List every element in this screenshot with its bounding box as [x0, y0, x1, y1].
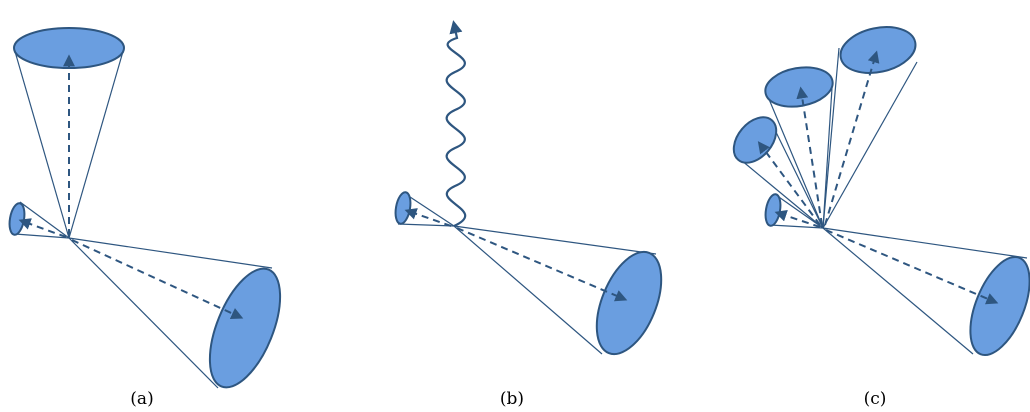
panel-c: (c) [725, 21, 1030, 409]
cone-lower-right [823, 228, 1030, 363]
cone-lower-right [454, 226, 674, 363]
panel-label: (a) [130, 389, 153, 409]
cone-lower-right [69, 238, 295, 397]
panel-a: (a) [7, 28, 294, 409]
cone-up [14, 28, 124, 238]
cone-up-right-large [823, 21, 920, 228]
panel-label: (c) [864, 389, 887, 409]
panel-b: (b) [393, 24, 674, 409]
cone-left [393, 191, 454, 226]
wavy-arrow-icon [447, 24, 466, 226]
panel-label: (b) [500, 389, 524, 409]
